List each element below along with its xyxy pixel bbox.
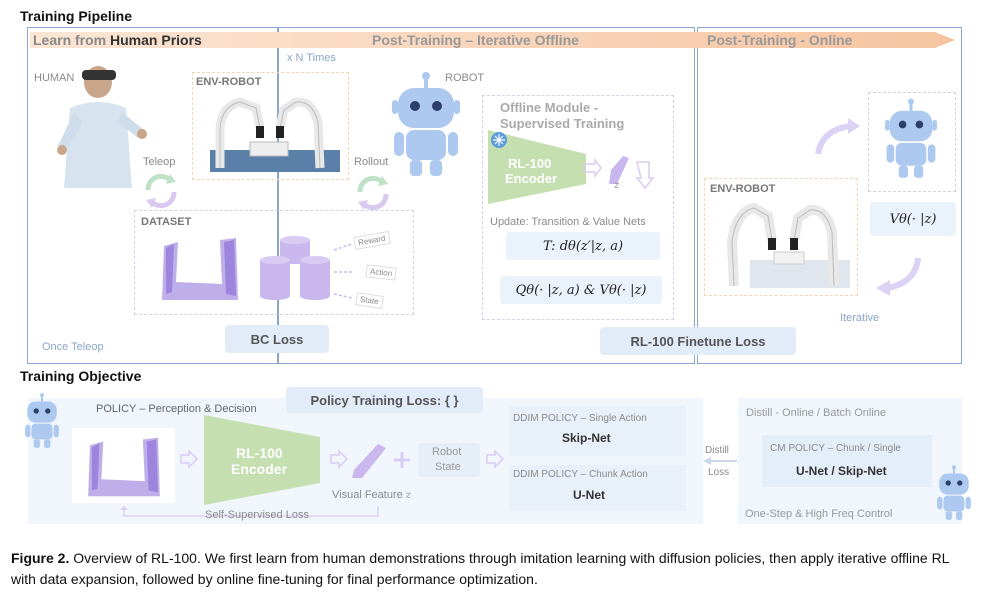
cycle-arrow-icon [145,173,177,209]
band-post-offline-label: Post-Training – Iterative Offline [372,32,579,48]
robot-icon [392,72,460,176]
human-operator-figure [57,66,147,188]
policy-training-loss-pill: Policy Training Loss: { } [286,387,483,413]
online-robot-box [868,92,956,192]
offline-z-label: z [614,180,620,191]
offline-encoder-line2: Encoder [505,171,558,186]
band-learn-label: Learn from Human Priors [33,32,202,48]
distill-line2: Loss [708,467,730,478]
cycle-arrow-icon [357,175,389,211]
data-flow-arrows [333,243,353,299]
robot-state-box [418,443,480,477]
visual-feature-text: Visual Feature [332,489,403,501]
once-teleop-label: Once Teleop [42,341,104,353]
online-cycle-arrow-bottom [876,257,921,296]
arrow-to-encoder [180,449,199,469]
env-robot-box [192,72,349,180]
visual-feature-bar [352,444,386,478]
band-learn-bold: Human Priors [110,32,202,48]
u-net-label: U-Net [573,488,605,502]
objective-encoder-line1: RL-100 [236,445,283,461]
visual-feature-label: Visual Feature z [332,489,411,501]
unet-skipnet-label: U-Net / Skip-Net [796,464,887,478]
pipeline-title: Training Pipeline [20,8,133,24]
distill-arrow [703,457,737,465]
online-cycle-arrow-top [815,118,860,155]
stage-band-arrow [30,32,955,48]
ddim-single-label: DDIM POLICY – Single Action [513,413,647,424]
plus-icon [394,452,410,468]
figure-caption: Figure 2. Overview of RL-100. We first l… [11,548,971,590]
value-formula-box: Qθ(· |z, a) & Vθ(· |z) [500,276,662,304]
self-supervised-loop [120,506,379,517]
value-formula: Qθ(· |z, a) & Vθ(· |z) [515,282,647,298]
offline-module-label: Offline Module - [500,100,599,115]
point-cloud [162,238,238,300]
human-label: HUMAN [34,72,75,84]
online-env-robot-arms [726,202,850,288]
objective-encoder-line2: Encoder [231,461,288,477]
skip-net-label: Skip-Net [562,431,611,445]
caption-figure-label: Figure 2. [11,550,70,566]
distill-online-label: Distill - Online / Batch Online [746,407,886,419]
xn-times-label: x N Times [287,52,336,64]
encoder-trapezoid [488,130,586,204]
ddim-single-box [510,406,686,456]
iterative-label: Iterative [840,312,880,324]
update-label: Update: Transition & Value Nets [490,216,646,228]
transition-formula-box: T: dθ(z′|z, a) [506,232,660,260]
cylinder-icon [260,236,330,300]
objective-encoder-trapezoid [204,415,320,505]
policy-label: POLICY – Perception & Decision [96,403,257,415]
robot-icon [25,393,59,448]
online-env-robot-box [704,178,858,296]
dataset-label: DATASET [141,216,192,228]
transition-formula: T: dθ(z′|z, a) [542,238,624,254]
finetune-loss-pill: RL-100 Finetune Loss [600,327,796,355]
teleop-label: Teleop [143,156,176,168]
online-value-formula: Vθ(· |z) [889,211,937,227]
ddim-chunk-label: DDIM POLICY – Chunk Action [513,469,648,480]
robot-label: ROBOT [445,72,485,84]
self-supervised-label: Self-Supervised Loss [205,509,309,521]
dataset-box [134,210,414,315]
arrow-to-policy [486,449,505,469]
ddim-chunk-box [510,465,686,511]
offline-feature-arrow [584,156,655,190]
cm-policy-label: CM POLICY – Chunk / Single [770,443,901,454]
objective-pointcloud [88,437,160,497]
robot-state-line2: State [435,461,461,473]
pipeline-divider [277,27,279,364]
band-learn-prefix: Learn from [33,32,111,48]
pipeline-frame-left [27,27,695,364]
pipeline-frame-right [697,27,962,364]
online-value-box: Vθ(· |z) [870,202,956,236]
snowflake-icon [491,132,507,148]
caption-text: Overview of RL-100. We first learn from … [11,550,949,587]
bc-loss-pill: BC Loss [225,325,329,353]
env-robot-label: ENV-ROBOT [196,76,262,88]
distill-line1: Distill [705,445,729,456]
robot-state-line1: Robot [432,446,462,458]
offline-module-box [482,95,674,320]
band-post-online-label: Post-Training - Online [707,32,853,48]
rollout-label: Rollout [354,156,389,168]
arrow-to-feature [330,449,349,469]
robot-icon [937,465,971,520]
env-robot-arms [210,97,340,172]
cm-policy-box [762,435,932,487]
offline-encoder-line1: RL-100 [508,156,552,171]
online-env-robot-label: ENV-ROBOT [710,183,776,195]
supervised-training-label: Supervised Training [500,116,625,131]
one-step-label: One-Step & High Freq Control [745,508,893,520]
robot-icon [885,98,937,178]
objective-title: Training Objective [20,368,142,384]
visual-feature-z: z [405,490,412,501]
